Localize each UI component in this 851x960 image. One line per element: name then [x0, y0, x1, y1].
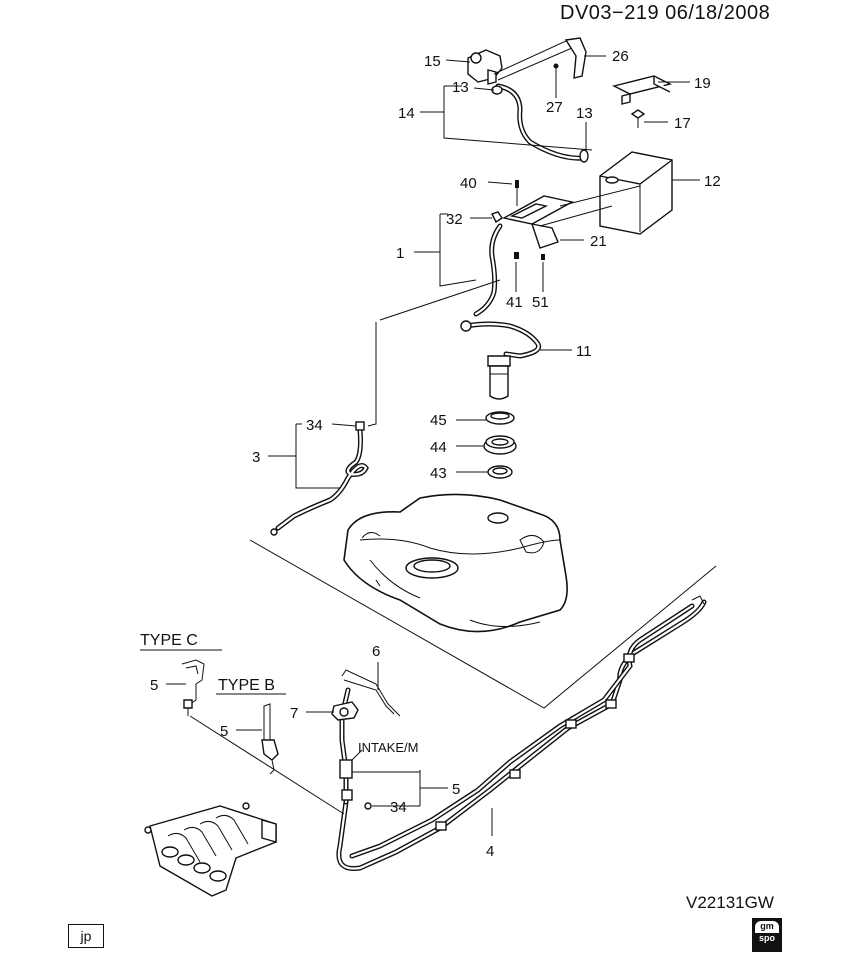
logo-bottom-text: spo	[758, 933, 775, 943]
label-44: 44	[430, 439, 447, 456]
label-12: 12	[704, 173, 721, 190]
label-34-bottom: 34	[390, 799, 407, 816]
label-6: 6	[372, 643, 380, 660]
pump-rings	[483, 411, 517, 479]
label-5-type-b: 5	[220, 723, 228, 740]
language-badge: jp	[68, 924, 104, 948]
label-51: 51	[532, 294, 549, 311]
logo-top-text: gm	[755, 921, 779, 933]
fuel-pipe-1	[379, 223, 503, 321]
label-14: 14	[398, 105, 415, 122]
purge-valve-assembly	[467, 37, 673, 163]
label-43: 43	[430, 465, 447, 482]
fuel-pump-line	[460, 320, 542, 400]
label-13-top: 13	[452, 79, 469, 96]
label-13-right: 13	[576, 105, 593, 122]
diagram-code-footer: V22131GW	[686, 893, 774, 912]
label-26: 26	[612, 48, 629, 65]
diagram-code-header: DV03−219 06/18/2008	[560, 2, 771, 24]
label-7: 7	[290, 705, 298, 722]
label-4: 4	[486, 843, 494, 860]
label-32: 32	[446, 211, 463, 228]
charcoal-canister	[491, 151, 673, 260]
intake-label: INTAKE/M	[358, 740, 418, 755]
label-34-top: 34	[306, 417, 323, 434]
tank-frame-line	[249, 539, 717, 709]
label-21: 21	[590, 233, 607, 250]
fuel-tank	[343, 493, 568, 633]
leader-lines	[140, 55, 700, 836]
fuel-pipe-3	[270, 322, 377, 536]
type-c-label: TYPE C	[140, 632, 198, 649]
label-40: 40	[460, 175, 477, 192]
type-c-bracket	[181, 659, 345, 815]
label-3: 3	[252, 449, 260, 466]
label-11: 11	[576, 343, 592, 360]
label-5-right: 5	[452, 781, 460, 798]
intake-manifold	[144, 802, 277, 897]
gm-spo-logo: gm spo	[752, 918, 782, 952]
label-19: 19	[694, 75, 711, 92]
type-b-bracket	[261, 703, 279, 775]
label-5-type-c: 5	[150, 677, 158, 694]
label-45: 45	[430, 412, 447, 429]
callout-labels: 15 26 13 19 27 14 13 17 40 12 32 21 1 41…	[140, 48, 721, 860]
regulator-assembly	[331, 669, 401, 761]
label-15: 15	[424, 53, 441, 70]
type-b-label: TYPE B	[218, 677, 275, 694]
label-1: 1	[396, 245, 404, 262]
label-17: 17	[674, 115, 691, 132]
fuel-feed-lines	[336, 595, 707, 872]
label-27: 27	[546, 99, 563, 116]
label-41: 41	[506, 294, 523, 311]
